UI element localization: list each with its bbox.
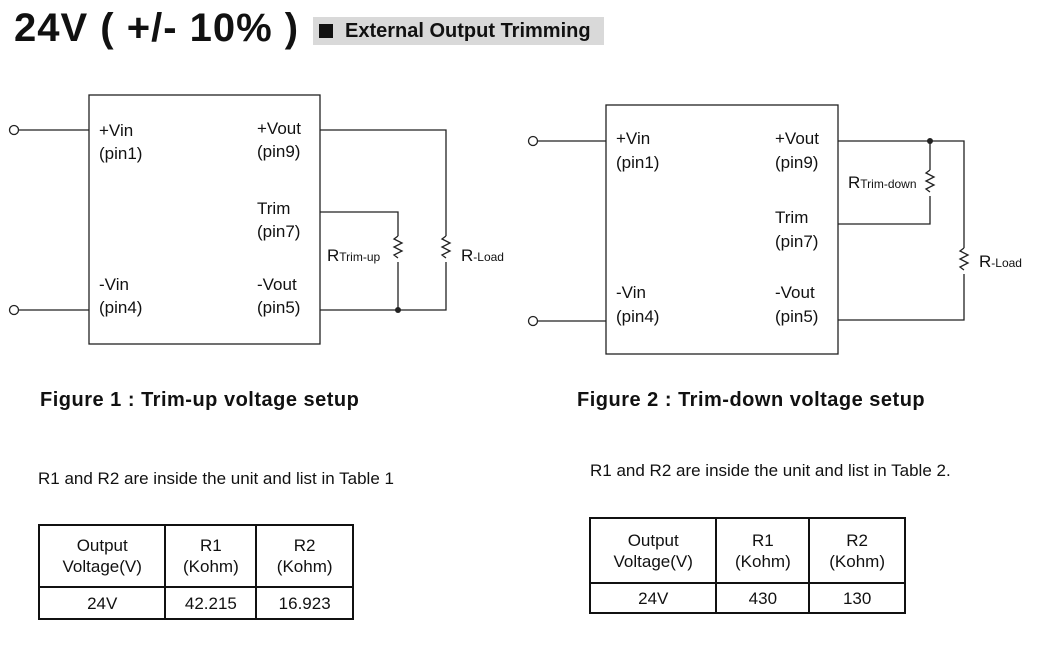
- fig1-load-resistor-label: R-Load: [461, 246, 504, 265]
- fig1-vout-pos-pin: (pin9): [257, 142, 300, 161]
- trim-down-resistor-symbol: [924, 169, 936, 193]
- section-label: External Output Trimming: [313, 17, 604, 45]
- fig2-vin-neg-pin: (pin4): [616, 307, 659, 326]
- fig2-load-resistor-label: R-Load: [979, 252, 1022, 271]
- table-cell: 130: [808, 582, 906, 614]
- fig2-vin-neg-label: -Vin: [616, 283, 646, 302]
- fig2-vout-pos-pin: (pin9): [775, 153, 818, 172]
- figure1-caption: Figure 1 : Trim-up voltage setup: [40, 389, 360, 411]
- fig1-trim-resistor-label: RTrim-up: [327, 246, 380, 265]
- table-cell: 430: [715, 582, 811, 614]
- input-terminal-negative: [527, 315, 539, 327]
- input-terminal-positive: [527, 135, 539, 147]
- fig1-vin-pos-pin: (pin1): [99, 144, 142, 163]
- fig2-vin-pos-label: +Vin: [616, 129, 650, 148]
- table-cell: 24V: [588, 582, 718, 614]
- fig1-vin-pos-label: +Vin: [99, 121, 133, 140]
- table-cell: 42.215: [164, 586, 258, 620]
- load-resistor-symbol: [958, 247, 970, 271]
- load-resistor-symbol: [440, 235, 452, 259]
- fig2-trim-label: Trim: [775, 208, 808, 227]
- section-label-text: External Output Trimming: [345, 19, 591, 42]
- fig2-trim-pin: (pin7): [775, 232, 818, 251]
- figure2-caption: Figure 2 : Trim-down voltage setup: [577, 389, 926, 411]
- input-terminal-negative: [8, 304, 20, 316]
- table-row: 24V 42.215 16.923: [37, 586, 354, 620]
- trim-up-resistor-symbol: [392, 235, 404, 259]
- fig1-vin-neg-label: -Vin: [99, 275, 129, 294]
- table-header-cell: R1(Kohm): [715, 517, 811, 584]
- table-cell: 16.923: [255, 586, 354, 620]
- fig1-vout-neg-pin: (pin5): [257, 298, 300, 317]
- table-header-cell: R2(Kohm): [808, 517, 906, 584]
- input-terminal-positive: [8, 124, 20, 136]
- fig2-vout-neg-label: -Vout: [775, 283, 815, 302]
- page-title: 24V ( +/- 10% ): [14, 6, 300, 50]
- fig2-vout-pos-label: +Vout: [775, 129, 819, 148]
- table-header-cell: R2(Kohm): [255, 524, 354, 588]
- table-cell: 24V: [37, 586, 167, 620]
- fig2-trim-resistor-label: RTrim-down: [848, 173, 917, 192]
- fig2-vin-pos-pin: (pin1): [616, 153, 659, 172]
- square-bullet-icon: [319, 24, 333, 38]
- fig2-vout-neg-pin: (pin5): [775, 307, 818, 326]
- fig1-trim-label: Trim: [257, 199, 290, 218]
- table-row: 24V 430 130: [588, 582, 906, 614]
- converter-module-box: [88, 94, 321, 345]
- fig1-vout-pos-label: +Vout: [257, 119, 301, 138]
- fig1-vout-neg-label: -Vout: [257, 275, 297, 294]
- converter-module-box: [605, 104, 839, 355]
- figure2-note: R1 and R2 are inside the unit and list i…: [590, 461, 951, 480]
- figure1-note: R1 and R2 are inside the unit and list i…: [38, 469, 394, 488]
- fig1-vin-neg-pin: (pin4): [99, 298, 142, 317]
- fig1-trim-pin: (pin7): [257, 222, 300, 241]
- table-header-cell: R1(Kohm): [164, 524, 258, 588]
- figure2-circuit: [527, 104, 970, 355]
- figure1-circuit: [8, 94, 452, 345]
- junction-dot: [395, 307, 401, 313]
